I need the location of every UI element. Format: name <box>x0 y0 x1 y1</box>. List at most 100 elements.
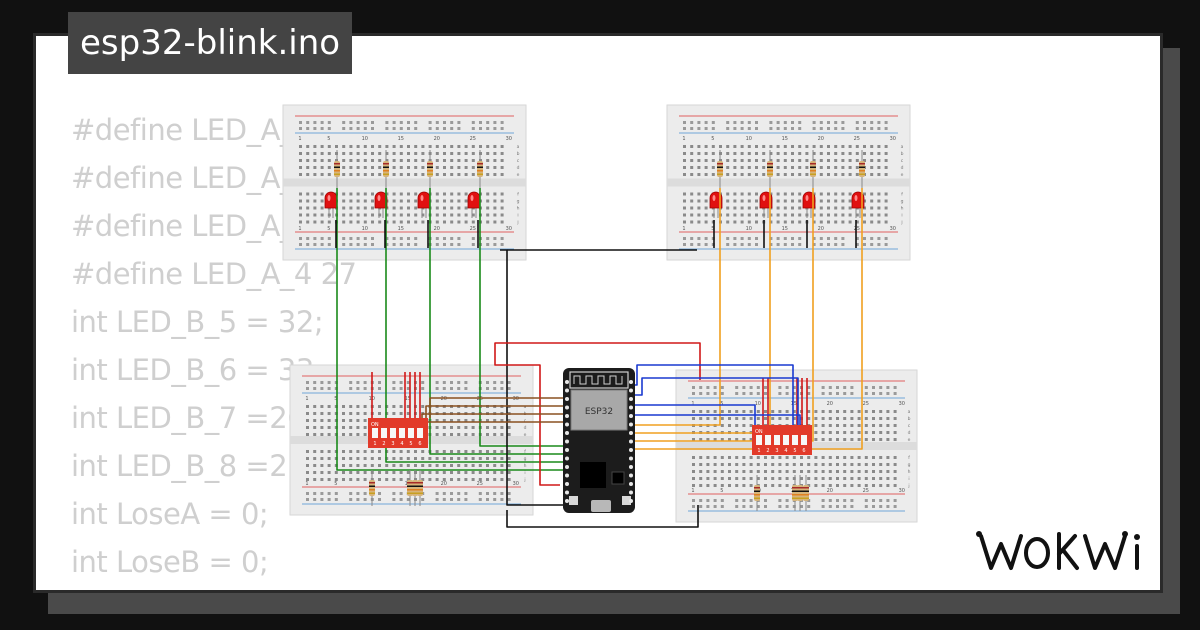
hole <box>800 463 803 466</box>
rail-hole <box>486 243 490 246</box>
resistor-body <box>369 480 375 496</box>
hole <box>740 159 744 162</box>
hole <box>414 152 418 155</box>
hole <box>356 412 360 415</box>
hole <box>863 220 866 224</box>
hole <box>834 173 838 176</box>
rail-hole <box>299 243 302 246</box>
hole <box>385 145 389 148</box>
hole <box>500 213 504 217</box>
hole <box>776 166 780 169</box>
hole <box>442 471 446 474</box>
hole <box>807 470 811 473</box>
hole <box>493 419 497 422</box>
code-line: int LED_B_5 = 32; <box>71 305 324 339</box>
rail-hole <box>807 386 811 389</box>
rail-hole <box>720 499 724 502</box>
hole <box>879 417 883 420</box>
hole <box>320 152 324 155</box>
hole <box>690 166 694 169</box>
hole <box>735 456 739 459</box>
rail-hole <box>697 121 701 124</box>
hole <box>378 450 381 453</box>
resistor-band <box>797 494 803 496</box>
rail-hole <box>399 237 403 240</box>
hole <box>776 192 780 196</box>
rail-hole <box>841 121 845 124</box>
hole <box>841 220 845 224</box>
hole <box>863 206 866 210</box>
rail-hole <box>713 386 717 389</box>
hole <box>843 438 847 441</box>
hole <box>306 464 309 467</box>
rail-hole <box>313 492 317 495</box>
rail-hole <box>478 492 482 495</box>
resistor <box>767 150 773 188</box>
hole <box>733 159 737 162</box>
hole <box>884 192 888 196</box>
hole <box>320 450 324 453</box>
hole <box>893 438 897 441</box>
dip-number: 5 <box>409 441 412 447</box>
hole <box>697 159 701 162</box>
resistor-band <box>767 163 773 165</box>
column-label: 30 <box>890 226 896 232</box>
rail-hole <box>464 498 468 501</box>
code-line: #define LED_A_4 27 <box>71 257 357 291</box>
hole <box>464 159 468 162</box>
hole <box>406 471 410 474</box>
hole <box>421 220 425 224</box>
rail-hole <box>742 386 746 389</box>
hole <box>828 431 832 434</box>
hole <box>407 152 410 155</box>
hole <box>783 220 787 224</box>
hole <box>464 457 468 460</box>
hole <box>733 192 737 196</box>
hole <box>841 192 845 196</box>
rail-hole <box>776 127 780 130</box>
hole <box>342 199 346 203</box>
hole <box>807 463 811 466</box>
hole <box>704 159 708 162</box>
row-label: i <box>908 476 909 482</box>
hole <box>720 410 724 413</box>
rail-hole <box>320 387 324 390</box>
hole <box>500 419 504 422</box>
hole <box>828 463 832 466</box>
hole <box>877 145 881 148</box>
dip-toggle <box>756 435 762 445</box>
row-label: b <box>901 151 904 157</box>
row-label: h <box>517 206 520 212</box>
project-title[interactable]: esp32-blink.ino <box>68 12 353 74</box>
resistor-band <box>334 170 340 172</box>
hole <box>306 450 309 453</box>
rail-hole <box>313 381 317 384</box>
hole <box>399 159 403 162</box>
rail-hole <box>457 127 461 130</box>
hole <box>713 456 717 459</box>
hole <box>791 206 794 210</box>
hole <box>893 456 897 459</box>
hole <box>814 410 818 413</box>
hole <box>821 477 825 480</box>
hole <box>428 145 432 148</box>
column-label: 15 <box>782 136 788 142</box>
hole <box>827 173 830 176</box>
hole <box>814 463 818 466</box>
hole <box>313 450 317 453</box>
esp32-pin <box>629 405 633 410</box>
hole <box>843 463 847 466</box>
row-label: g <box>908 463 911 468</box>
hole <box>493 145 497 148</box>
rail-hole <box>349 492 353 495</box>
esp32-pin <box>629 431 633 435</box>
hole <box>841 213 845 217</box>
rail-hole <box>742 505 746 508</box>
hole <box>342 159 346 162</box>
hole <box>879 484 883 487</box>
hole <box>855 213 859 217</box>
wire-orange <box>632 188 814 442</box>
hole <box>457 173 461 176</box>
hole <box>299 206 302 210</box>
hole <box>313 206 317 210</box>
